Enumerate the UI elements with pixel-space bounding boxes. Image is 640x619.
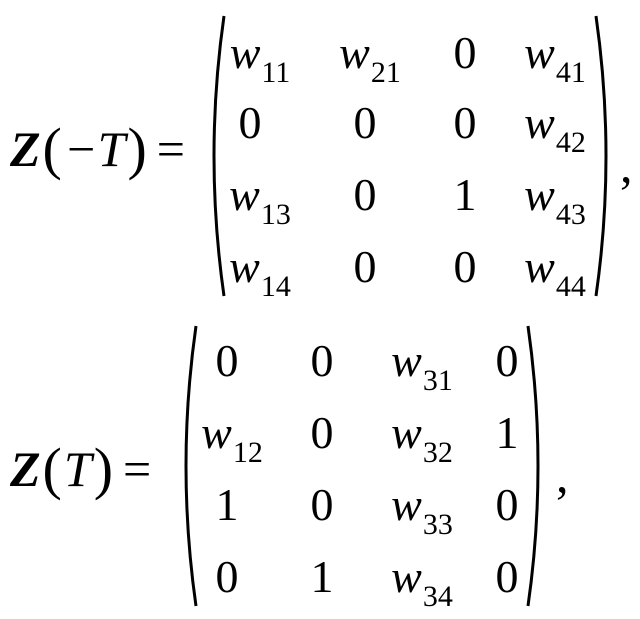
matrix-argument: −T xyxy=(63,121,126,177)
matrix-cell: w14 xyxy=(229,241,291,303)
matrix-cell: 0 xyxy=(310,335,334,386)
equals-sign: = xyxy=(156,121,185,177)
matrix: w11 w21 0 w41 0 0 0 w42 w13 0 1 w43 w14 … xyxy=(200,12,620,303)
matrix-cell: 0 xyxy=(453,241,477,292)
right-paren-bracket xyxy=(594,15,608,297)
matrix-cell: w44 xyxy=(524,241,586,303)
matrix-cell: w31 xyxy=(391,335,453,397)
matrix-cell: 0 xyxy=(495,479,519,530)
left-paren-bracket xyxy=(212,15,226,297)
matrix-cell: 0 xyxy=(215,335,239,386)
left-paren-bracket xyxy=(184,325,198,607)
matrix-cell: 0 xyxy=(453,27,477,78)
right-paren-bracket xyxy=(526,325,540,607)
open-paren: ( xyxy=(42,116,62,181)
trailing-comma: , xyxy=(556,447,569,503)
matrix-cell: 0 xyxy=(238,97,262,148)
matrix-cell: 1 xyxy=(310,551,334,602)
matrix-cell: 0 xyxy=(215,551,239,602)
matrix-variable: Z xyxy=(10,441,41,497)
matrix-cell: 0 xyxy=(453,97,477,148)
matrix-cell: w12 xyxy=(201,407,263,469)
equation-lhs: Z ( T ) = xyxy=(10,440,151,498)
matrix-cell: 0 xyxy=(353,169,377,220)
matrix-cell: 0 xyxy=(310,407,334,458)
matrix-cell: w33 xyxy=(391,479,453,541)
equation-lhs: Z ( −T ) = xyxy=(10,120,185,178)
matrix-cell: w42 xyxy=(524,97,586,159)
matrix-argument: T xyxy=(63,441,92,497)
trailing-comma: , xyxy=(620,137,633,193)
matrix-cell: 1 xyxy=(453,169,477,220)
matrix-cell: 0 xyxy=(495,551,519,602)
close-paren: ) xyxy=(127,116,147,181)
matrix-cell: w32 xyxy=(391,407,453,469)
matrix-cell: w13 xyxy=(229,169,291,231)
close-paren: ) xyxy=(93,436,114,501)
matrix-cell: 0 xyxy=(353,97,377,148)
matrix-cell: 1 xyxy=(215,479,239,530)
matrix-cell: 0 xyxy=(495,335,519,386)
matrix-cell: w11 xyxy=(229,27,291,89)
open-paren: ( xyxy=(42,436,62,501)
matrix-cell: 1 xyxy=(495,407,519,458)
matrix-cell: w43 xyxy=(524,169,586,231)
matrix-cell: w34 xyxy=(391,551,453,613)
matrix-cell: w41 xyxy=(524,27,586,89)
matrix: 0 0 w31 0 w12 0 w32 1 1 0 w33 0 0 1 w34 … xyxy=(172,322,552,613)
matrix-cell: 0 xyxy=(353,241,377,292)
matrix-cell: w21 xyxy=(339,27,401,89)
matrix-cell: 0 xyxy=(310,479,334,530)
matrix-variable: Z xyxy=(10,121,41,177)
equals-sign: = xyxy=(123,441,152,497)
